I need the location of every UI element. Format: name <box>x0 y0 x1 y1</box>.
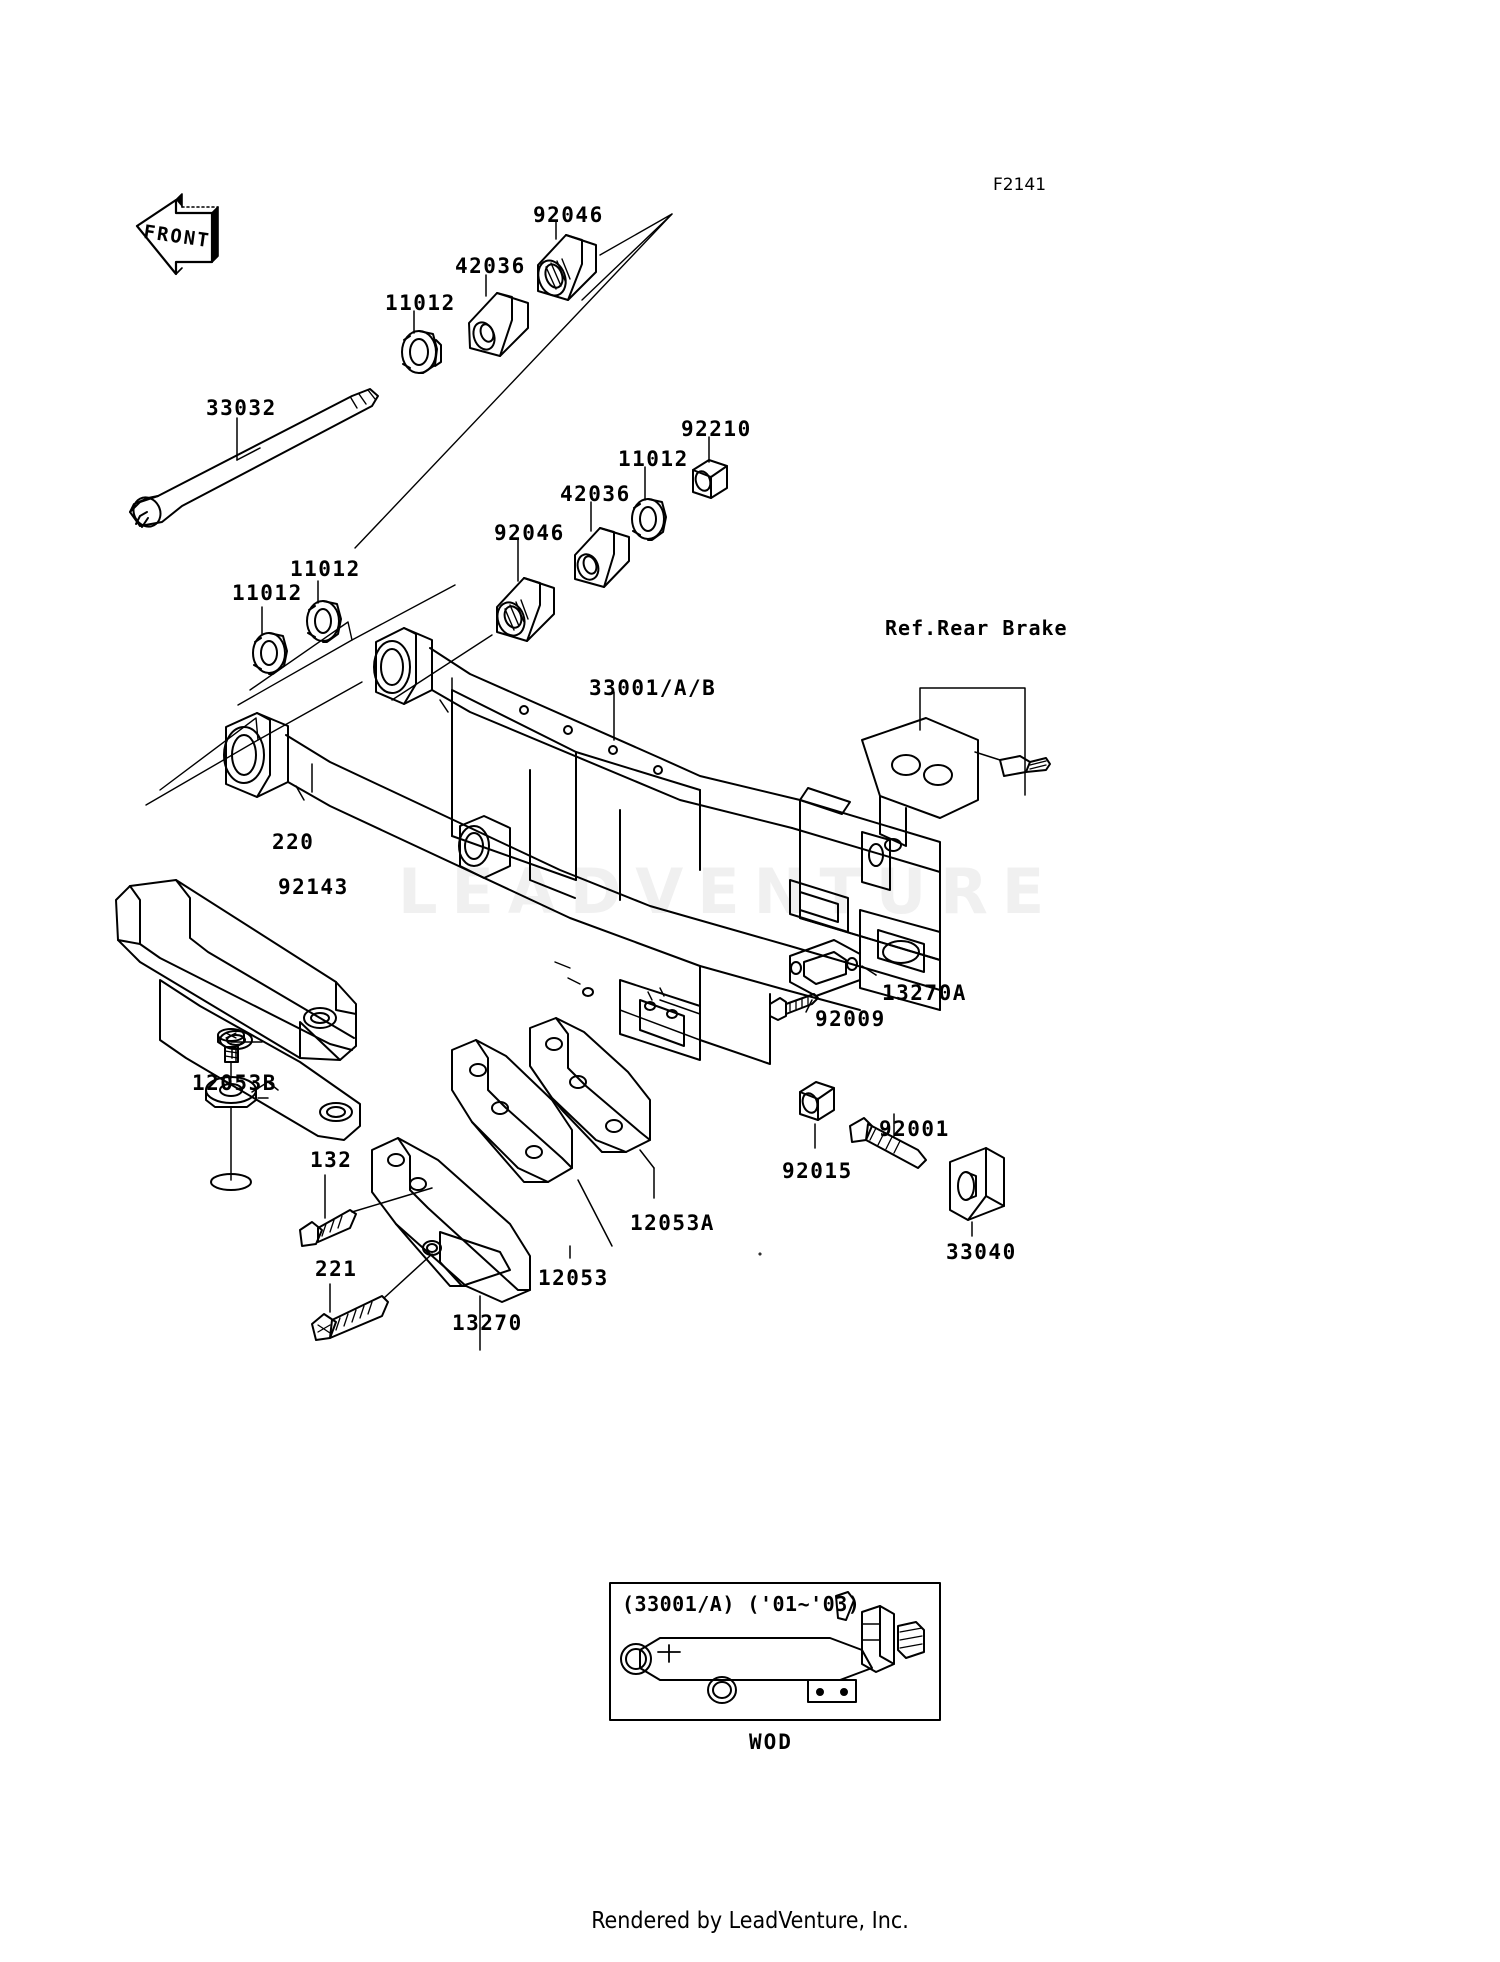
part-42036-top <box>468 292 529 357</box>
part-label-33040: 33040 <box>946 1240 1017 1264</box>
part-label-12053: 12053 <box>538 1266 609 1290</box>
inset-caption-wod: WOD <box>749 1730 793 1754</box>
part-label-11012-mid2: 11012 <box>290 557 361 581</box>
part-12053B-guide <box>115 879 361 1141</box>
part-92046-mid <box>496 577 555 642</box>
part-label-92009: 92009 <box>815 1007 886 1031</box>
part-label-42036-mid: 42036 <box>560 482 631 506</box>
front-arrow-icon <box>135 193 219 276</box>
render-footer: Rendered by LeadVenture, Inc. <box>591 1908 909 1934</box>
part-label-13270A: 13270A <box>882 981 967 1005</box>
part-label-221: 221 <box>315 1257 358 1281</box>
inset-title: (33001/A) ('01~'03) <box>622 1592 861 1616</box>
part-33001-swingarm <box>223 627 979 1256</box>
part-221-screw <box>311 1253 433 1341</box>
part-label-13270: 13270 <box>452 1311 523 1335</box>
part-label-12053A: 12053A <box>630 1211 715 1235</box>
part-12053A-guide <box>529 1017 651 1153</box>
part-42036-mid <box>574 527 630 588</box>
part-11012-left-outer <box>252 632 288 675</box>
diagram-code: F2141 <box>993 175 1047 195</box>
part-92001-bolt <box>849 1117 927 1169</box>
part-label-33032: 33032 <box>206 396 277 420</box>
part-label-92046-mid: 92046 <box>494 521 565 545</box>
part-12053-guide <box>451 1039 573 1183</box>
part-label-11012-top: 11012 <box>385 291 456 315</box>
part-label-92143: 92143 <box>278 875 349 899</box>
part-label-92015: 92015 <box>782 1159 853 1183</box>
inset-box <box>609 1582 941 1721</box>
part-label-92046-top: 92046 <box>533 203 604 227</box>
part-33032-shaft <box>129 388 379 528</box>
part-label-42036-top: 42036 <box>455 254 526 278</box>
part-13270-plate <box>371 1137 531 1303</box>
part-92210-nut <box>692 459 728 499</box>
part-132-bolt <box>299 1187 433 1247</box>
part-92046-top <box>537 234 597 301</box>
part-label-33001: 33001/A/B <box>589 676 717 700</box>
part-92015-nut <box>799 1081 835 1121</box>
part-11012-right <box>631 498 667 541</box>
part-label-92210: 92210 <box>681 417 752 441</box>
ref-rear-brake-label: Ref.Rear Brake <box>885 616 1068 640</box>
part-11012-left-inner <box>306 600 342 643</box>
part-label-220: 220 <box>272 830 315 854</box>
part-11012-top <box>401 330 442 374</box>
part-label-132: 132 <box>310 1148 353 1172</box>
part-label-12053B: 12053B <box>192 1071 277 1095</box>
ref-rear-brake-bracket <box>919 687 1051 796</box>
part-33040-adjuster <box>949 1147 1005 1221</box>
part-label-92001: 92001 <box>879 1117 950 1141</box>
part-13270A <box>789 939 861 997</box>
part-label-11012-mid1: 11012 <box>232 581 303 605</box>
part-label-11012-right: 11012 <box>618 447 689 471</box>
part-92009-bolt <box>769 993 819 1021</box>
